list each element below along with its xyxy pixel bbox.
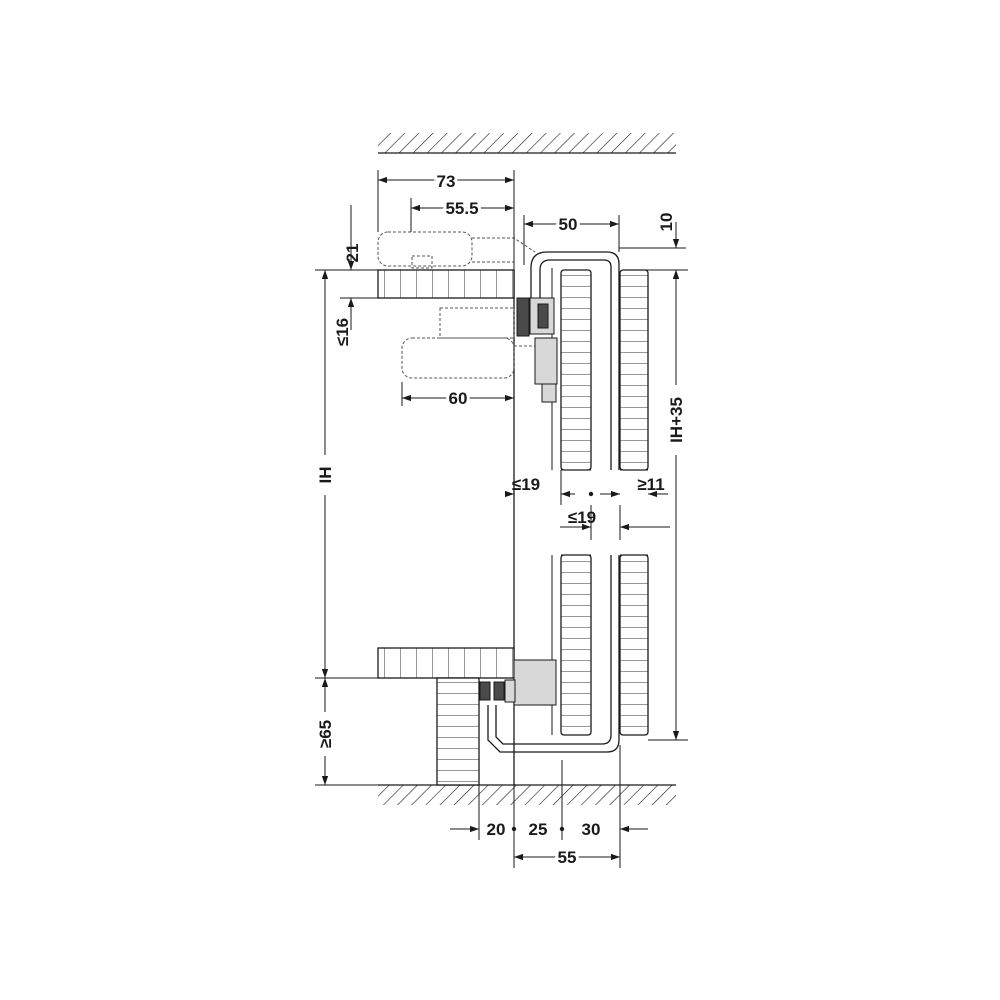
dim-50-label: 50 <box>559 215 578 234</box>
dim-20-label: 20 <box>487 820 506 839</box>
break-gap <box>561 469 648 556</box>
dim-55-5-label: 55.5 <box>445 199 478 218</box>
dim-73-label: 73 <box>437 172 456 191</box>
drawer-side-profile <box>487 251 620 753</box>
lower-drawer-bottom <box>377 647 515 679</box>
dim-10-label: 10 <box>657 213 676 232</box>
dim-ge65-label: ≥65 <box>316 720 335 748</box>
side-panel-outer <box>619 269 649 736</box>
dim-ge11-label: ≥11 <box>637 475 664 494</box>
dim-ih35-label: IH+35 <box>667 397 686 443</box>
dim-ih-label: IH <box>316 467 335 484</box>
middle-handle-ghost <box>401 307 536 379</box>
upper-drawer-bottom <box>377 269 515 299</box>
upper-runner <box>516 297 558 403</box>
upper-handle-ghost <box>377 231 536 269</box>
lower-drawer-support <box>436 677 480 786</box>
bottom-surface <box>378 784 676 805</box>
top-surface <box>378 133 676 154</box>
dimensions: 73 55.5 50 10 21 ≤16 60 IH <box>315 169 688 870</box>
dim-60-label: 60 <box>449 389 468 408</box>
dim-21-label: 21 <box>343 244 362 263</box>
dim-30-label: 30 <box>582 820 601 839</box>
side-panel-inner <box>560 269 592 736</box>
dim-le16-label: ≤16 <box>333 318 352 346</box>
dim-le19-mid-label: ≤19 <box>568 508 596 527</box>
lower-runner <box>479 659 557 706</box>
dim-55-label: 55 <box>558 848 577 867</box>
dim-25-label: 25 <box>529 820 548 839</box>
dim-le19-left-label: ≤19 <box>512 475 540 494</box>
